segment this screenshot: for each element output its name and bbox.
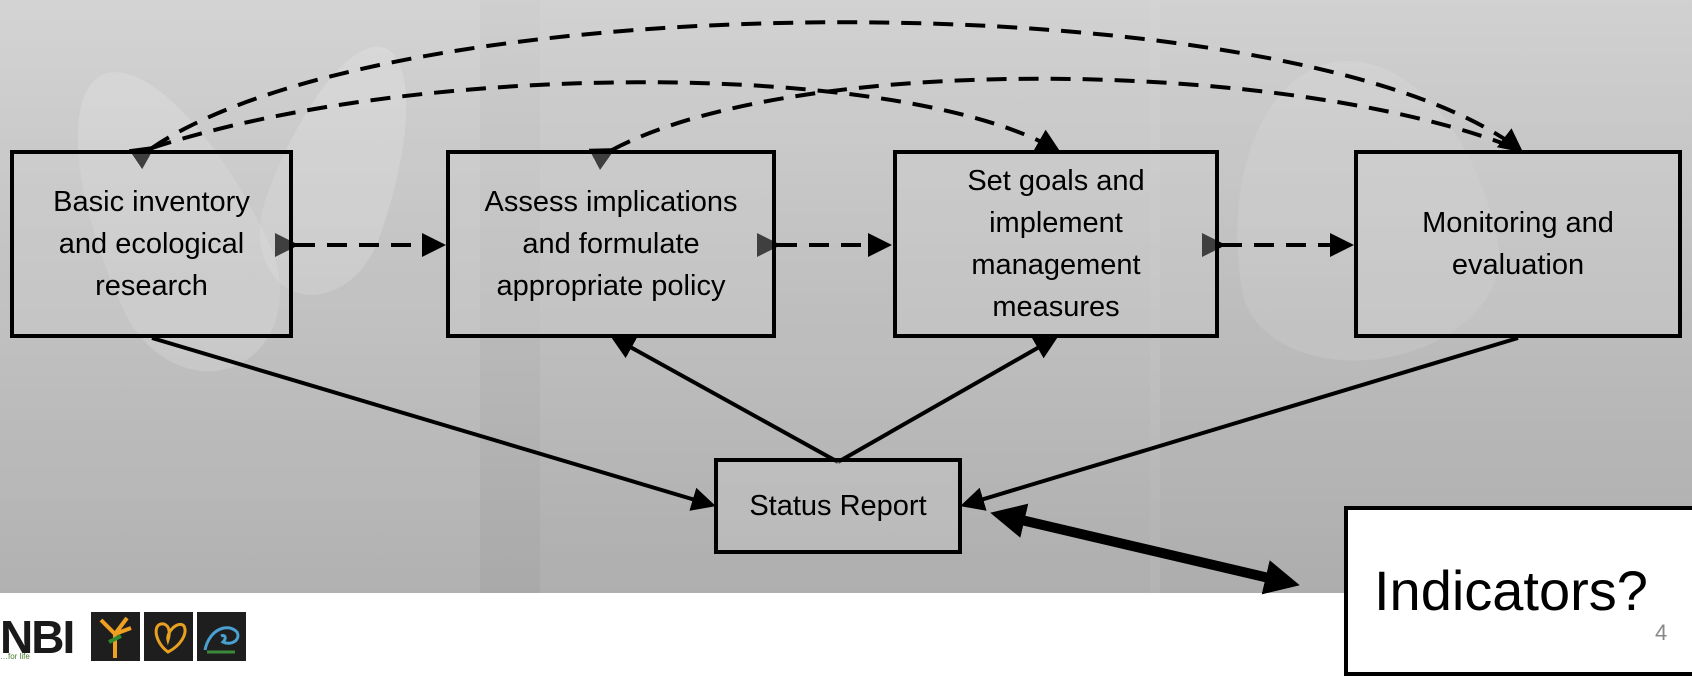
box-status-report: Status Report bbox=[714, 458, 962, 554]
box-goals-line: measures bbox=[992, 291, 1120, 323]
box-basic-line: research bbox=[95, 270, 208, 302]
page-number: 4 bbox=[1655, 620, 1668, 645]
logo-chameleon-icon bbox=[197, 612, 246, 661]
feedback-arc-outer bbox=[128, 20, 1524, 170]
box-basic-line: and ecological bbox=[58, 228, 245, 260]
box-monitoring-line: Monitoring and bbox=[1422, 207, 1614, 239]
box-assess-line: Assess implications bbox=[484, 186, 738, 218]
box-goals-line: management bbox=[971, 249, 1141, 281]
logo-bird-of-paradise-icon bbox=[91, 612, 140, 661]
box-goals-line: Set goals and bbox=[967, 165, 1145, 197]
background-panel bbox=[0, 0, 480, 593]
box-assess-implications: Assess implications and formulate approp… bbox=[446, 150, 776, 338]
arrow-status-to-assess bbox=[610, 336, 839, 464]
feedback-arc-assess-monitoring bbox=[588, 76, 1521, 170]
box-set-goals: Set goals and implement management measu… bbox=[893, 150, 1219, 338]
logo-tagline: …for life bbox=[0, 652, 30, 661]
status-report-label: Status Report bbox=[749, 490, 927, 522]
arrow-basic-to-status bbox=[151, 336, 716, 511]
indicators-label: Indicators? bbox=[1374, 559, 1648, 622]
arrow-monitoring-to-status bbox=[960, 336, 1519, 511]
arrow-status-indicators bbox=[990, 503, 1300, 595]
diagram-connectors bbox=[128, 20, 1524, 595]
logo-butterfly-icon bbox=[144, 612, 193, 661]
box-assess-line: and formulate bbox=[522, 228, 700, 260]
box-monitoring-line: evaluation bbox=[1451, 249, 1585, 281]
box-goals-line: implement bbox=[989, 207, 1123, 239]
box-basic-inventory: Basic inventory and ecological research bbox=[10, 150, 293, 338]
box-assess-line: appropriate policy bbox=[496, 270, 726, 302]
indicators-box: Indicators? bbox=[1344, 506, 1692, 676]
box-monitoring: Monitoring and evaluation bbox=[1354, 150, 1682, 338]
background-panel bbox=[540, 0, 1160, 593]
logo-text: NBI bbox=[0, 611, 75, 663]
box-basic-line: Basic inventory bbox=[53, 186, 250, 218]
arrow-status-to-goals bbox=[837, 336, 1059, 464]
feedback-arc-basic-goals bbox=[151, 80, 1061, 152]
